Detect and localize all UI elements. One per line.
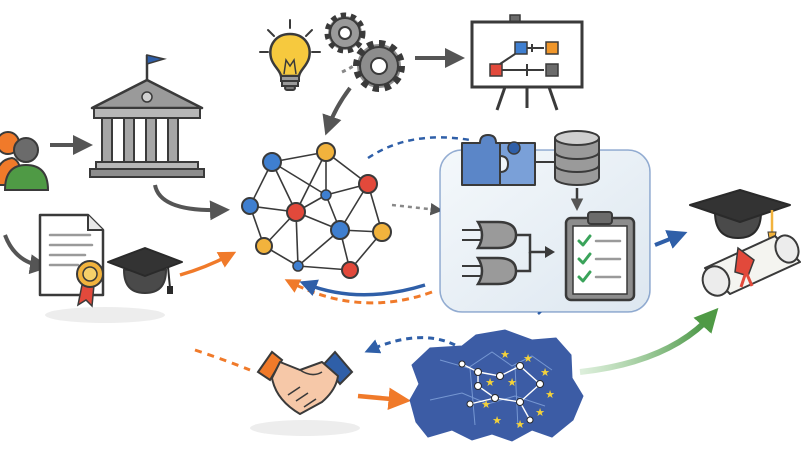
arrow-europe-to-handshake [364,336,456,354]
svg-text:★: ★ [485,376,495,389]
arrow-network-to-panel [391,202,443,216]
link-bulb-to-gears [341,58,363,74]
arrow-gears-to-network [322,86,352,136]
svg-text:★: ★ [540,366,550,379]
arrow-panel-to-diploma [654,230,688,249]
arrow-panel-to-network-orange [284,279,433,305]
lightbulb-icon [259,19,321,91]
people-icon [0,131,50,191]
svg-text:★: ★ [545,388,555,401]
svg-text:★: ★ [535,406,545,419]
network-graph-icon [241,142,392,279]
link-orange-to-handshake [194,348,251,372]
arrow-cap-to-network [179,251,237,277]
graduation-cap-large-icon [689,189,791,245]
handshake-shadow [250,420,360,436]
arrow-people-to-document [3,234,50,275]
logic-gates-icon [462,220,555,286]
database-icon [554,130,600,186]
svg-text:★: ★ [500,348,510,361]
arrow-europe-to-diploma [579,307,719,375]
gears-icon [324,12,405,92]
arrow-panel-to-network-blue [299,279,426,297]
graduation-cap-icon [107,247,183,295]
svg-text:★: ★ [481,398,491,411]
document-shadow [45,307,165,323]
handshake-icon [256,350,354,415]
document-certificate-icon [38,213,105,308]
svg-text:★: ★ [515,418,525,431]
svg-text:★: ★ [492,414,502,427]
diploma-icon [701,234,801,297]
svg-text:★: ★ [523,352,533,365]
arrow-bank-to-network [153,184,230,221]
europe-map-icon: ★ ★ ★ ★ ★ ★ ★ ★ ★ ★ [409,329,584,442]
link-network-to-puzzle [367,136,471,160]
clipboard-checklist-icon [564,211,636,302]
arrow-handshake-to-europe [357,387,411,410]
puzzle-icon [461,134,536,186]
svg-text:★: ★ [507,376,517,389]
bank-icon [89,54,205,178]
presentation-board-icon [470,14,584,111]
